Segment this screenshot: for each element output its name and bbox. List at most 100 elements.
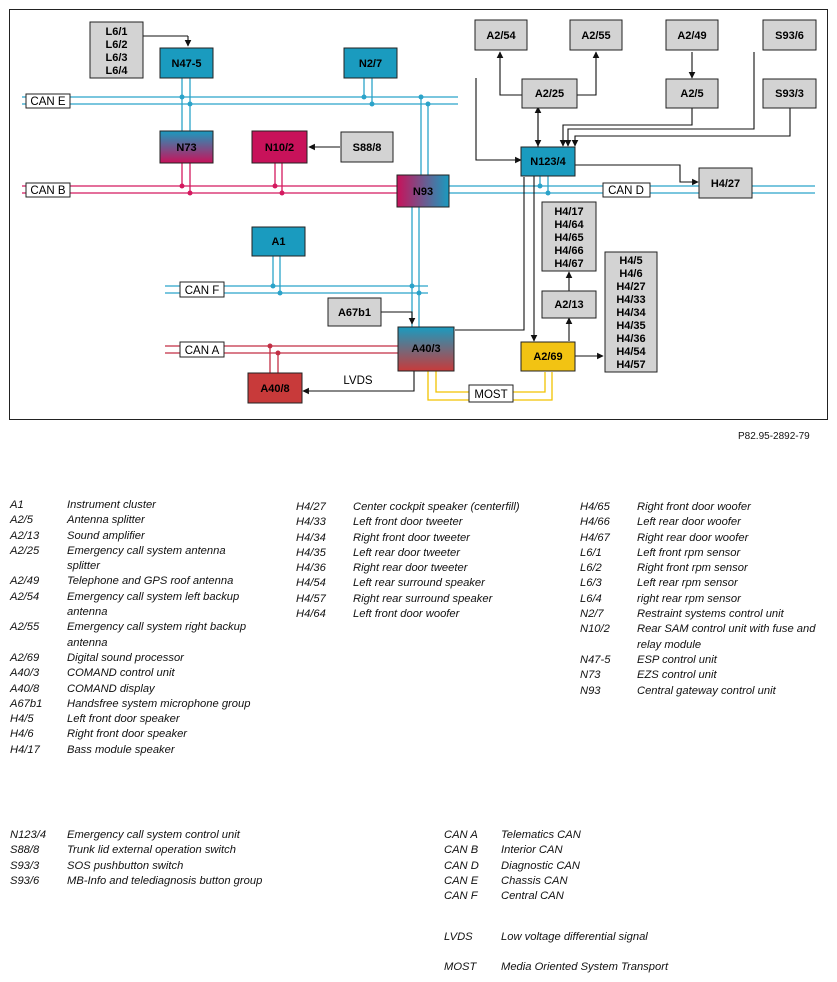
svg-text:H4/36: H4/36	[616, 333, 645, 345]
network-diagram: CAN E CAN B CAN D CAN F CAN A LVDS MOST …	[9, 9, 828, 420]
can-d-junctions	[537, 183, 551, 196]
legend-code: L6/1	[580, 546, 602, 559]
can-b-junctions	[179, 183, 285, 196]
node-a2-49: A2/49	[665, 19, 719, 51]
svg-text:S93/3: S93/3	[775, 88, 804, 100]
legend-description: Left rear door tweeter	[353, 546, 460, 559]
node-n47-5: N47-5	[159, 47, 214, 79]
svg-text:L6/3: L6/3	[105, 52, 127, 64]
legend-description: EZS control unit	[637, 669, 717, 682]
can-e-junctions	[179, 94, 431, 107]
most-label: MOST	[468, 384, 514, 403]
node-a40-3: A40/3	[397, 326, 455, 372]
can-e-bus	[22, 78, 458, 175]
legend-code: A2/25	[10, 544, 40, 557]
legend-description: Telematics CAN	[501, 829, 581, 841]
svg-text:CAN D: CAN D	[608, 185, 644, 197]
node-a67b1: A67b1	[327, 297, 382, 327]
legend-description: Right rear surround speaker	[353, 592, 493, 605]
legend-description: Center cockpit speaker (centerfill)	[353, 501, 520, 513]
legend-code: LVDS	[444, 931, 473, 943]
legend-description: Emergency call system left backup antenn…	[67, 590, 240, 619]
legend-description: Interior CAN	[501, 844, 563, 857]
legend-code: MOST	[444, 961, 477, 973]
svg-text:H4/5: H4/5	[619, 255, 642, 267]
legend-code: N123/4	[10, 829, 47, 841]
svg-text:H4/6: H4/6	[619, 268, 642, 280]
node-n93: N93	[396, 174, 450, 208]
legend-code: A40/3	[10, 667, 40, 680]
can-b-bus	[22, 163, 398, 194]
legend-description: Right rear door tweeter	[353, 562, 468, 575]
can-b-label: CAN B	[25, 182, 71, 198]
legend-description: Diagnostic CAN	[501, 859, 580, 872]
svg-text:N10/2: N10/2	[265, 142, 294, 154]
legend-code: A1	[10, 499, 24, 511]
legend-code: CAN F	[444, 890, 478, 903]
legend-entry: L6/3 Left rear rpm sensor	[580, 576, 827, 591]
legend-code: N47-5	[580, 653, 611, 666]
legend-code: L6/2	[580, 562, 602, 575]
svg-text:H4/57: H4/57	[616, 359, 645, 371]
legend-description: Digital sound processor	[67, 651, 184, 664]
legend-code: L6/3	[580, 577, 602, 590]
legend-description: Instrument cluster	[67, 499, 156, 511]
svg-text:L6/1: L6/1	[105, 26, 127, 38]
can-f-label: CAN F	[179, 281, 225, 298]
node-h4-group-b: H4/5 H4/6 H4/27 H4/33 H4/34 H4/35 H4/36 …	[604, 251, 658, 373]
legend-code: A67b1	[10, 697, 43, 710]
svg-text:H4/66: H4/66	[554, 245, 583, 257]
svg-text:N73: N73	[176, 142, 196, 154]
connection-lines	[143, 35, 791, 395]
legend-description: Left rear surround speaker	[353, 577, 485, 590]
node-h4-27: H4/27	[698, 167, 753, 199]
legend-description: Left front door woofer	[353, 608, 460, 621]
legend-entry: A2/54 Emergency call system left backup a…	[10, 590, 252, 621]
legend-code: S93/3	[10, 859, 40, 872]
legend-description: Left rear door woofer	[637, 516, 741, 529]
node-a1: A1	[251, 226, 306, 257]
svg-text:MOST: MOST	[474, 389, 507, 401]
legend-description: Restraint systems control unit	[637, 608, 784, 621]
legend-description: Left rear rpm sensor	[637, 577, 738, 590]
svg-text:A2/13: A2/13	[554, 299, 583, 311]
legend-description: Low voltage differential signal	[501, 931, 648, 943]
can-f-junctions	[270, 283, 422, 296]
legend-code: A2/13	[10, 529, 40, 542]
legend-code: A2/69	[10, 651, 40, 664]
can-a-junctions	[267, 343, 281, 356]
legend-code: H4/65	[580, 501, 610, 513]
legend-description: ESP control unit	[637, 653, 717, 666]
legend-description: Left front door tweeter	[353, 516, 463, 529]
node-a2-25: A2/25	[521, 78, 578, 109]
legend-description: Telephone and GPS roof antenna	[67, 575, 234, 588]
node-s88-8: S88/8	[340, 131, 394, 163]
legend-code: N10/2	[580, 623, 610, 636]
svg-text:A2/69: A2/69	[533, 351, 562, 363]
legend-code: A2/54	[10, 590, 40, 603]
legend-description: Bass module speaker	[67, 743, 175, 756]
legend-description: Emergency call system right backup anten…	[67, 621, 247, 649]
legend-code: N2/7	[580, 608, 604, 621]
svg-text:L6/4: L6/4	[105, 65, 128, 77]
